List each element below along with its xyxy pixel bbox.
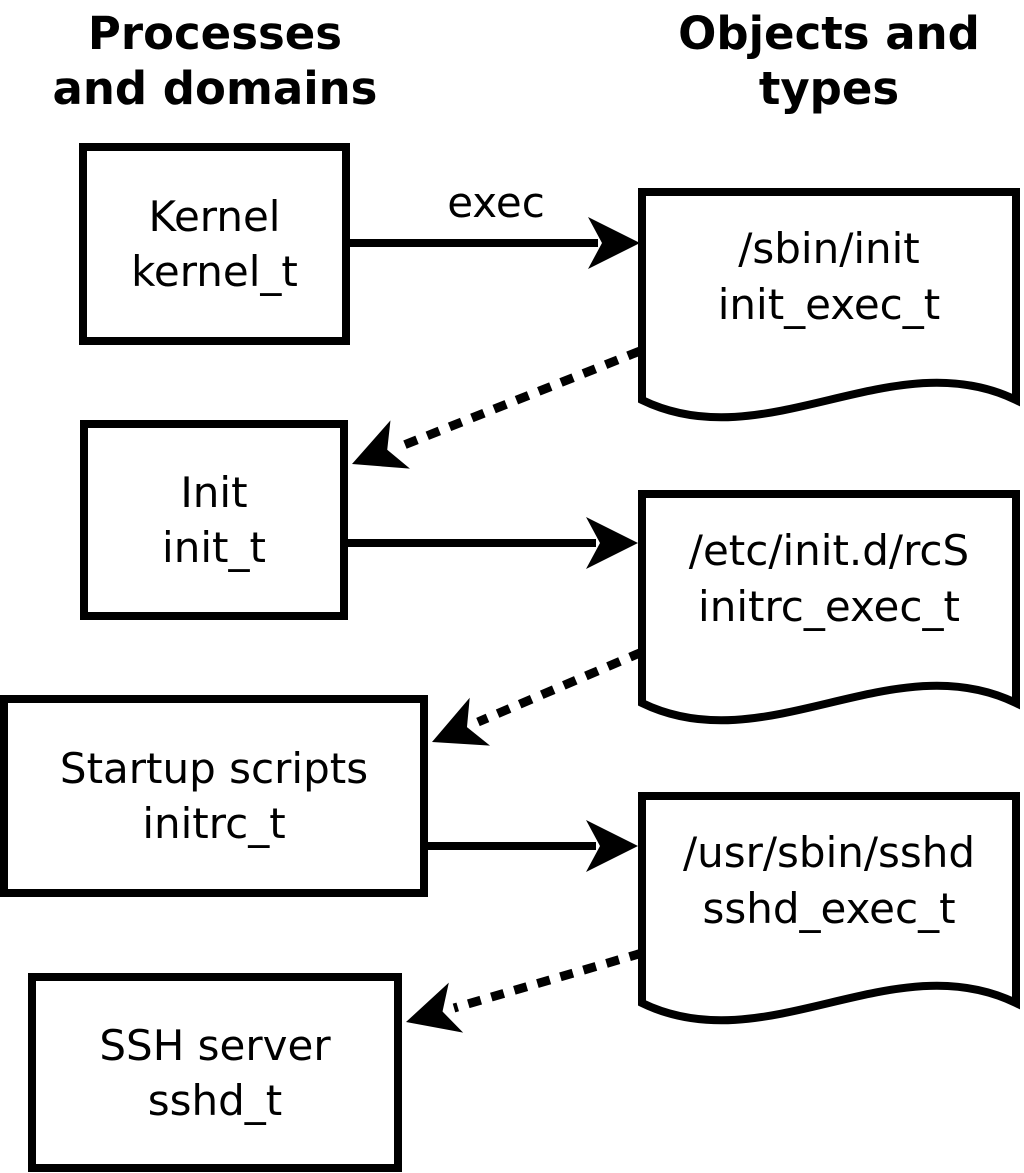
document-shape-init [638, 188, 1020, 422]
transition-arrow-line-to-init [397, 346, 642, 452]
transition-arrow-line-to-sshd [452, 948, 644, 1013]
exec-arrowhead-init [586, 517, 638, 569]
process-box-startup-scripts: Startup scripts initrc_t [0, 695, 428, 897]
document-shape-sshd [638, 792, 1020, 1025]
object-path: /sbin/init [738, 224, 920, 273]
exec-arrowhead-kernel [588, 217, 640, 269]
process-domain-type: init_t [162, 523, 266, 572]
document-shape-initrc [638, 490, 1020, 725]
object-path: /etc/init.d/rcS [688, 526, 970, 575]
process-domain-type: sshd_t [147, 1075, 283, 1125]
process-name: SSH server [99, 1020, 331, 1070]
object-label-etc-initd-rcs: /etc/init.d/rcS initrc_exec_t [642, 523, 1016, 635]
process-name: Kernel [148, 192, 281, 241]
object-label-sbin-init: /sbin/init init_exec_t [642, 221, 1016, 333]
exec-arrow-label: exec [447, 178, 545, 227]
process-domain-type: kernel_t [131, 247, 298, 296]
object-label-usr-sbin-sshd: /usr/sbin/sshd sshd_exec_t [642, 825, 1016, 937]
object-type: init_exec_t [717, 280, 941, 329]
object-type: initrc_exec_t [698, 582, 960, 631]
exec-arrowhead-initrc [586, 820, 638, 872]
process-name: Init [180, 468, 248, 517]
process-domain-type: initrc_t [142, 799, 286, 848]
process-box-init: Init init_t [80, 420, 348, 620]
column-header-processes: Processes and domains [52, 7, 378, 115]
transition-arrowhead-to-init [352, 420, 410, 469]
transition-arrow-line-to-initrc [476, 647, 644, 727]
object-type: sshd_exec_t [702, 884, 956, 933]
process-name: Startup scripts [59, 744, 369, 793]
object-path: /usr/sbin/sshd [682, 828, 976, 877]
process-box-kernel: Kernel kernel_t [79, 143, 350, 345]
process-box-ssh-server: SSH server sshd_t [28, 973, 402, 1172]
column-header-objects: Objects and types [678, 7, 980, 115]
transition-arrowhead-to-initrc [432, 697, 491, 746]
transition-arrowhead-to-sshd [406, 982, 464, 1033]
